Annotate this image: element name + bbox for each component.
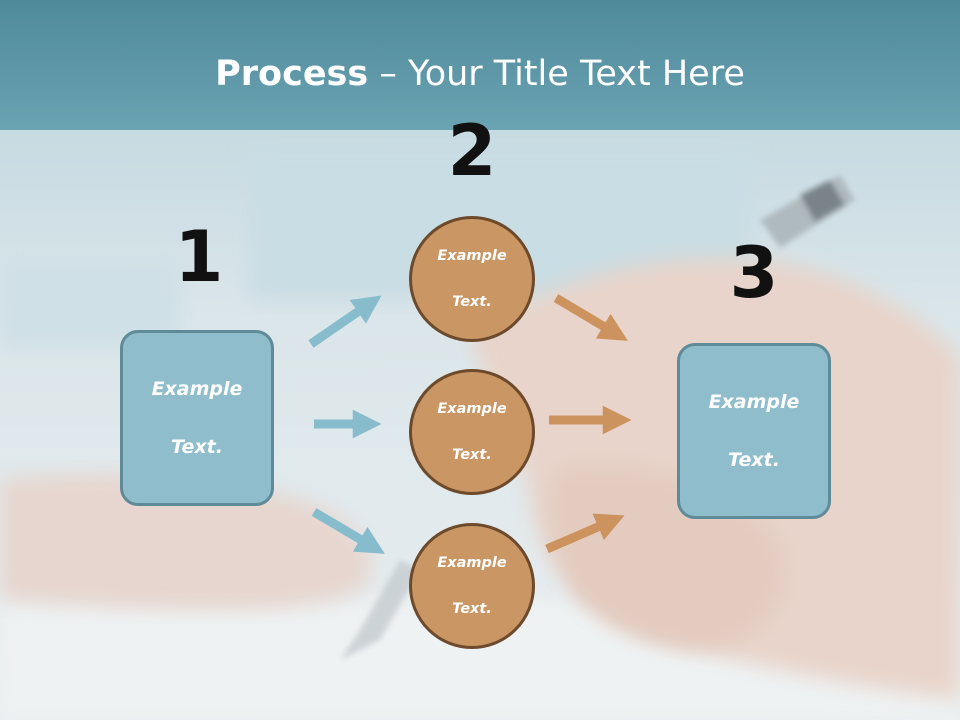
- step-1-text: Example Text.: [137, 375, 257, 462]
- circle-top-line2: Text.: [452, 293, 492, 310]
- arrow-1-to-2-top: [308, 295, 382, 348]
- title-rest: – Your Title Text Here: [368, 54, 745, 94]
- step-2-circle-middle[interactable]: Example Text.: [409, 369, 535, 495]
- step-2-circle-top[interactable]: Example Text.: [409, 216, 535, 342]
- circle-top-text: Example Text.: [422, 245, 522, 314]
- step-1-box[interactable]: Example Text.: [120, 330, 274, 506]
- step-number-2: 2: [447, 110, 497, 192]
- step-3-text-line2: Text.: [728, 448, 780, 471]
- circle-middle-line1: Example: [437, 400, 507, 417]
- arrow-2-to-3-top: [553, 294, 628, 341]
- step-2-circle-bottom[interactable]: Example Text.: [409, 523, 535, 649]
- step-1-text-line2: Text.: [171, 435, 223, 458]
- step-3-box[interactable]: Example Text.: [677, 343, 831, 519]
- slide-title[interactable]: Process – Your Title Text Here: [0, 52, 960, 96]
- step-1-text-line1: Example: [151, 377, 243, 400]
- arrow-1-to-2-bot: [311, 508, 385, 554]
- arrow-2-to-3-bot: [545, 513, 625, 554]
- circle-middle-text: Example Text.: [422, 398, 522, 467]
- header-band: [0, 0, 960, 130]
- title-bold: Process: [215, 54, 369, 94]
- circle-middle-line2: Text.: [452, 446, 492, 463]
- step-3-text: Example Text.: [694, 388, 814, 475]
- step-number-3: 3: [729, 232, 779, 314]
- step-3-text-line1: Example: [708, 390, 800, 413]
- circle-bottom-line1: Example: [437, 554, 507, 571]
- circle-top-line1: Example: [437, 247, 507, 264]
- step-number-1: 1: [174, 216, 224, 298]
- circle-bottom-line2: Text.: [452, 600, 492, 617]
- circle-bottom-text: Example Text.: [422, 552, 522, 621]
